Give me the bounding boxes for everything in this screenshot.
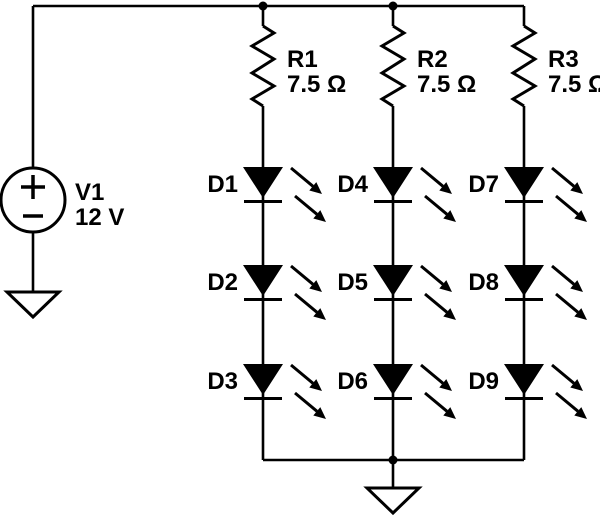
junction-dot <box>388 455 398 465</box>
resistor-label: R2 <box>417 46 448 73</box>
resistor-symbol <box>511 24 537 108</box>
led-label: D4 <box>337 171 368 198</box>
led-symbol <box>243 364 326 419</box>
source-label: V1 <box>75 179 104 206</box>
led-d7: D7 <box>468 167 587 222</box>
led-label: D3 <box>207 368 238 395</box>
resistor-label: R3 <box>548 46 579 73</box>
plus-icon <box>21 175 45 199</box>
led-label: D6 <box>337 368 368 395</box>
led-symbol <box>243 167 326 222</box>
led-d2: D2 <box>207 265 326 320</box>
led-label: D1 <box>207 171 238 198</box>
resistor-symbol <box>380 24 406 108</box>
resistor-value: 7.5 Ω <box>287 71 346 98</box>
source-value: 12 V <box>75 204 124 231</box>
resistor-r2: R2 7.5 Ω <box>380 24 476 108</box>
led-label: D7 <box>468 171 499 198</box>
led-symbol <box>504 364 587 419</box>
led-symbol <box>504 265 587 320</box>
junction-dot <box>258 1 268 11</box>
led-d9: D9 <box>468 364 587 419</box>
led-d6: D6 <box>337 364 456 419</box>
led-label: D5 <box>337 269 368 296</box>
led-d5: D5 <box>337 265 456 320</box>
junction-dots <box>258 1 398 465</box>
resistor-label: R1 <box>287 46 318 73</box>
voltage-source-circle <box>0 166 67 234</box>
resistor-value: 7.5 Ω <box>548 71 600 98</box>
resistor-r1: R1 7.5 Ω <box>250 24 346 108</box>
led-symbol <box>243 265 326 320</box>
led-symbol <box>373 364 456 419</box>
led-d4: D4 <box>337 167 456 222</box>
voltage-source-v1: V1 12 V <box>0 166 124 234</box>
led-d8: D8 <box>468 265 587 320</box>
led-d3: D3 <box>207 364 326 419</box>
led-d1: D1 <box>207 167 326 222</box>
led-symbol <box>373 265 456 320</box>
junction-dot <box>388 1 398 11</box>
resistor-symbol <box>250 24 276 108</box>
resistor-value: 7.5 Ω <box>417 71 476 98</box>
led-symbol <box>504 167 587 222</box>
ground-symbol-bottom <box>365 486 421 515</box>
led-label: D9 <box>468 368 499 395</box>
led-symbol <box>373 167 456 222</box>
led-label: D8 <box>468 269 499 296</box>
resistor-r3: R3 7.5 Ω <box>511 24 600 108</box>
led-label: D2 <box>207 269 238 296</box>
ground-symbol-left <box>5 290 61 319</box>
